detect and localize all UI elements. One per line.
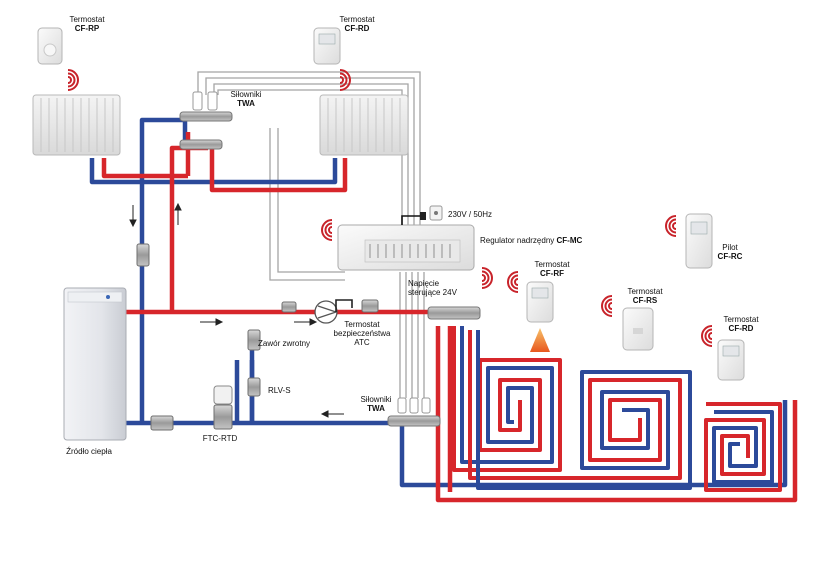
label-model: CF-RD [728,324,754,334]
thermostat-cf-rp-device [37,27,63,65]
label-model: CF-RS [632,296,658,306]
label-line: Termostat [534,260,570,269]
pilot-cf-rc-device [685,213,713,269]
label-line: Napięcie [408,279,440,288]
label-line: Termostat [723,315,759,324]
actuators-top-label: Siłowniki TWA [230,90,261,108]
safety-thermostat-wire [335,299,353,312]
label-line: Siłowniki [360,395,392,404]
manifold-top [179,91,233,150]
thermostat-cf-rd-top-label: Termostat CF-RD [339,15,374,33]
fittings [136,243,379,431]
safety-thermostat-label: Termostat bezpieczeństwa ATC [334,320,391,348]
thermostat-cf-rd-top-device [313,27,341,65]
flame-icon [530,328,550,352]
label-model: CF-RC [717,252,743,262]
label-line: Siłowniki [230,90,262,99]
label-line: Pilot [722,243,738,252]
heat-source-cabinet [63,287,127,441]
label-model: TWA [237,99,255,109]
label-line: Termostat [627,287,663,296]
thermostat-cf-rs-label: Termostat CF-RS [627,287,662,305]
thermostat-cf-rs-device [622,307,654,351]
label-line: Termostat [344,320,380,329]
flow-arrows [129,202,344,418]
power-label: 230V / 50Hz [448,210,493,219]
radiator-right [319,94,409,156]
label-line: ATC [354,338,370,348]
label-model: TWA [367,404,385,414]
label-line: sterujące 24V [408,288,457,298]
thermostat-cf-rd-right-device [717,339,745,381]
label-line: Termostat [339,15,375,24]
actuators-bottom-label: Siłowniki TWA [360,395,391,413]
ftc-rtd-valve [213,385,233,405]
thermostat-cf-rf-device [526,281,554,323]
controller-label: Regulator nadrzędny CF-MC [480,236,582,245]
thermostat-cf-rd-right-label: Termostat CF-RD [723,315,758,333]
label-model: CF-RF [540,269,564,279]
ftc-rtd-label: FTC-RTD [202,434,238,443]
check-valve-label: Zawór zwrotny [258,339,311,348]
heat-source-label: Źródło ciepła [66,447,112,456]
underfloor-loops [452,326,782,492]
label-model: CF-RD [344,24,370,34]
pilot-cf-rc-label: Pilot CF-RC [718,243,743,261]
label-line: bezpieczeństwa [333,329,391,339]
thermostat-cf-rp-label: Termostat CF-RP [69,15,104,33]
label-model: CF-MC [556,236,583,245]
label-line: Termostat [69,15,105,24]
radiator-left [32,94,121,156]
supply-voltage-label: Napięcie sterujące 24V [408,279,457,297]
rlv-s-label: RLV-S [268,386,291,395]
manifold-bottom [387,397,441,427]
control-wiring [197,71,425,398]
label-line: Regulator nadrzędny [480,236,557,245]
manifold-supply [427,306,481,320]
controller-cf-mc [337,224,475,271]
thermostat-cf-rf-label: Termostat CF-RF [534,260,569,278]
label-model: CF-RP [74,24,100,34]
power-plug-icon [401,205,443,225]
